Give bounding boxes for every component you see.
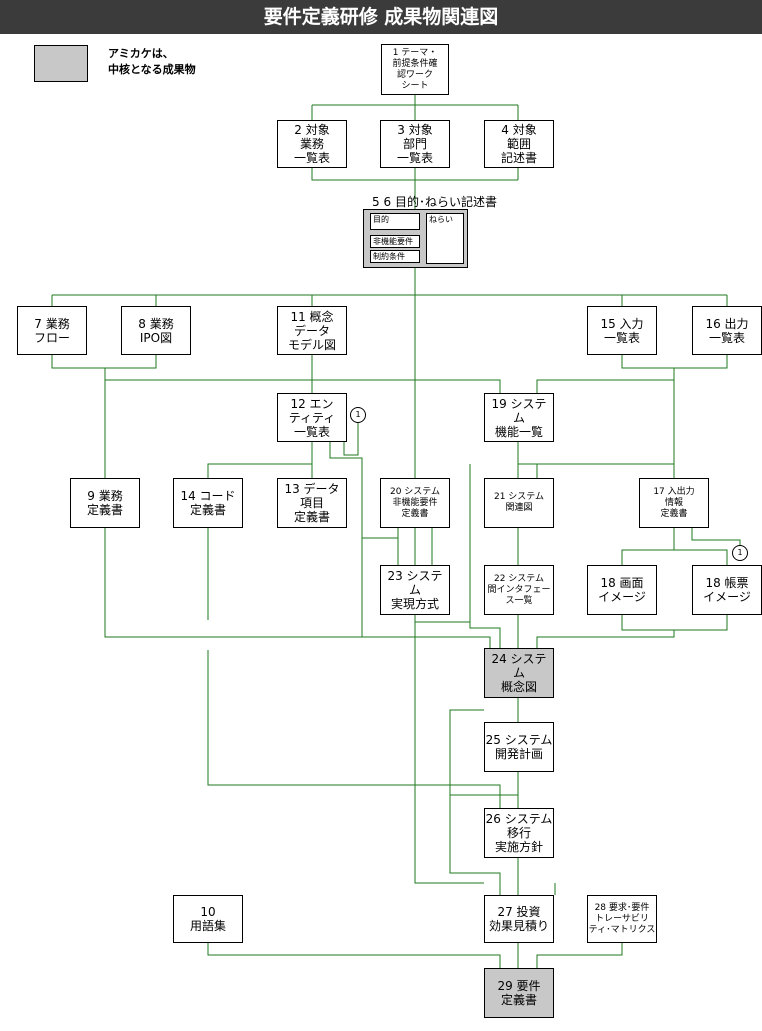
goal-constraints-cell: 制約条件 [370,250,420,263]
goal-document-title: 5 6 目的･ねらい記述書 [372,195,497,209]
node-data-item-definition: 13 データ 項目 定義書 [277,478,347,528]
node-report-image: 18 帳票 イメージ [692,565,762,615]
goal-purpose-cell: 目的 [370,213,420,230]
node-glossary: 10 用語集 [173,895,243,943]
node-output-list: 16 出力 一覧表 [692,306,762,355]
node-system-function-list: 19 システ ム 機能一覧 [484,393,554,442]
page-title: 要件定義研修 成果物関連図 [0,0,762,34]
node-system-interface-list: 22 システム 間インタフェー ス一覧 [484,565,554,615]
node-requirements-definition: 29 要件 定義書 [484,968,554,1018]
node-target-business-list: 2 対象 業務 一覧表 [277,120,347,168]
node-business-ipo: 8 業務 IPO図 [121,306,191,355]
node-traceability-matrix: 28 要求･要件 トレーサビリ ティ･マトリクス [587,895,657,943]
node-system-context-diagram: 21 システム 関連図 [484,478,554,528]
node-target-department-list: 3 対象 部門 一覧表 [380,120,450,168]
node-screen-image: 18 画面 イメージ [587,565,657,615]
node-investment-estimate: 27 投資 効果見積り [484,895,554,943]
node-business-flow: 7 業務 フロー [17,306,87,355]
legend-swatch [34,45,88,82]
node-system-implementation: 23 システ ム 実現方式 [380,565,450,615]
node-system-concept-diagram: 24 システ ム 概念図 [484,648,554,698]
goal-document-box: 目的 非機能要件 制約条件 ねらい [363,209,468,268]
node-code-definition: 14 コード 定義書 [173,478,243,528]
node-nonfunctional-definition: 20 システム 非機能要件 定義書 [380,478,450,528]
node-entity-list: 12 エン ティティ 一覧表 [277,393,347,442]
goal-aims-cell: ねらい [426,213,464,264]
node-migration-policy: 26 システム 移行 実施方針 [484,808,554,858]
node-target-scope-doc: 4 対象 範囲 記述書 [484,120,554,168]
goal-nonfunctional-cell: 非機能要件 [370,235,420,248]
node-development-plan: 25 システム 開発計画 [484,722,554,772]
connector-marker-1: 1 [350,407,366,423]
node-input-list: 15 入力 一覧表 [587,306,657,355]
node-theme-worksheet: 1 テーマ・ 前提条件確 認ワーク シート [381,44,449,95]
node-conceptual-data-model: 11 概念 データ モデル図 [277,306,347,355]
legend-text: アミカケは、 中核となる成果物 [108,47,196,76]
connector-marker-2: 1 [732,545,748,561]
node-io-definition: 17 入出力 情報 定義書 [639,478,709,528]
node-business-definition: 9 業務 定義書 [70,478,140,528]
